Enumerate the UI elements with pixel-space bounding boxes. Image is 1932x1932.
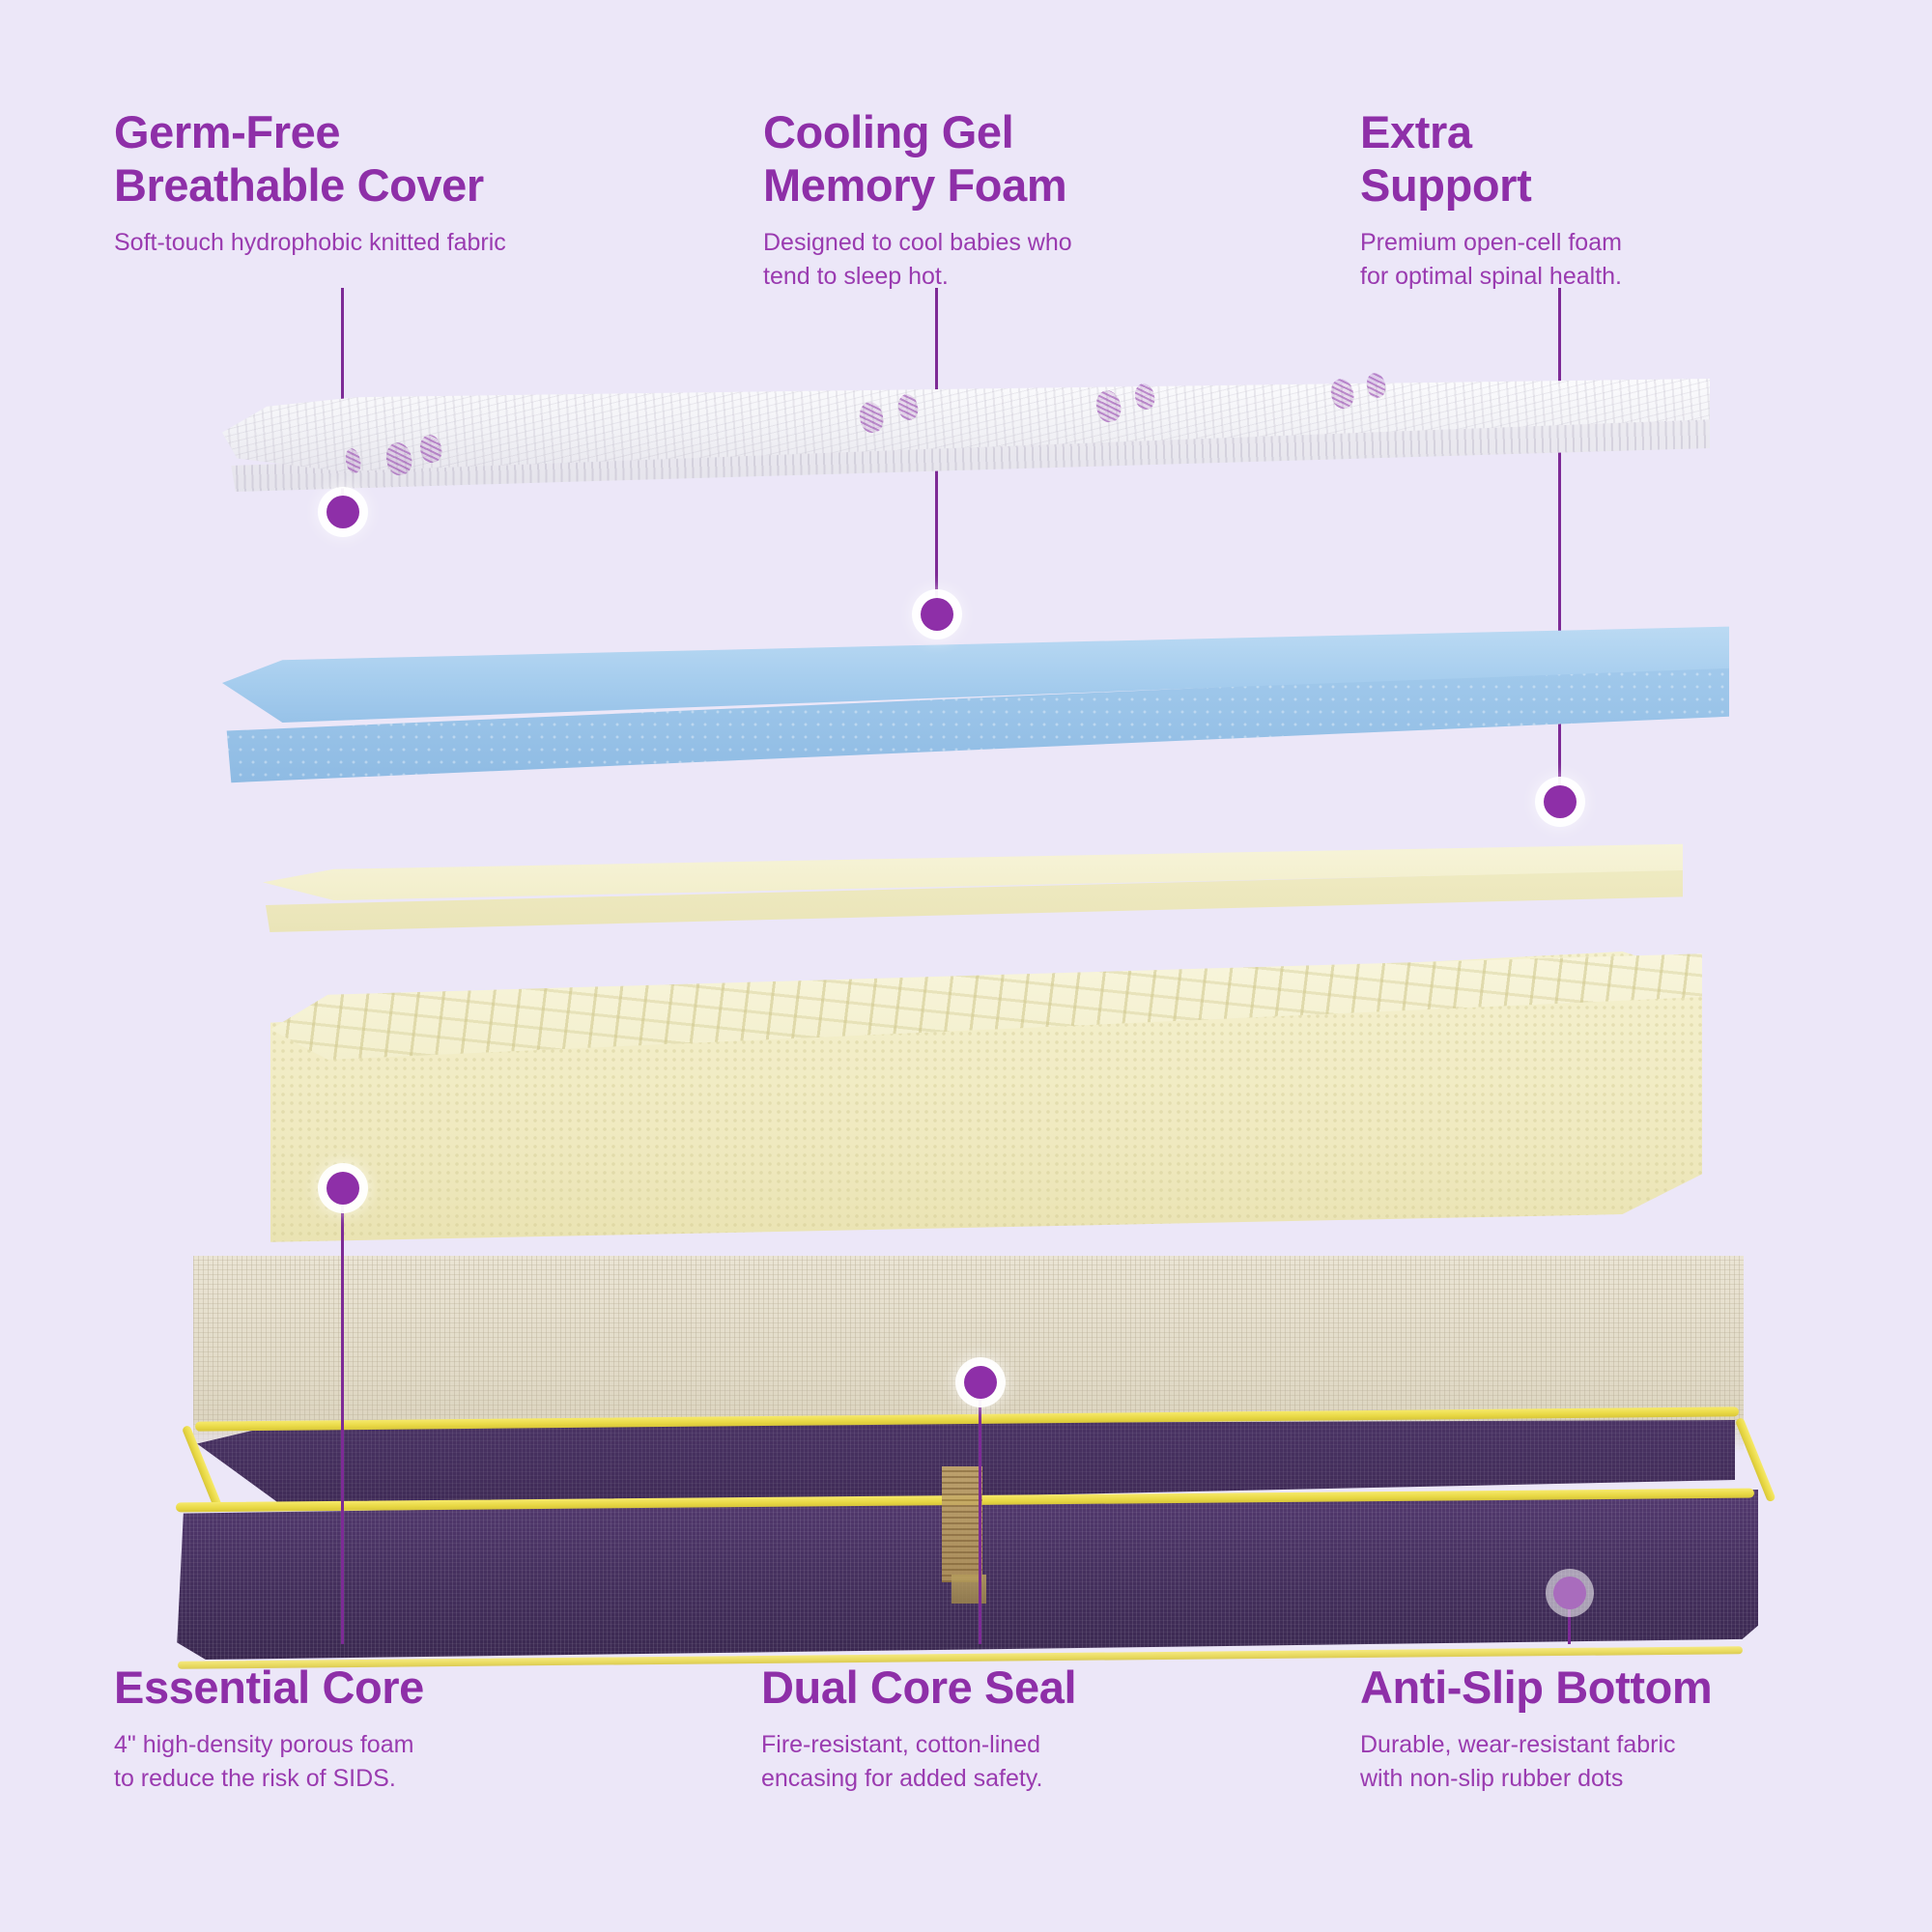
- layer-essential-core: [253, 952, 1702, 1261]
- callout-dot-seal[interactable]: [964, 1366, 997, 1399]
- callout-dot-gel[interactable]: [921, 598, 953, 631]
- callout-germ-free-breathable-cover: Germ-Free Breathable Cover Soft-touch hy…: [114, 106, 655, 260]
- callout-dot-core[interactable]: [327, 1172, 359, 1205]
- callout-description: 4" high-density porous foam to reduce th…: [114, 1730, 414, 1793]
- layer-gel-memory-foam: [222, 618, 1729, 797]
- callout-title: Extra Support: [1360, 106, 1532, 211]
- callout-extra-support: Extra Support Premium open-cell foam for…: [1360, 106, 1747, 295]
- callout-dot-support[interactable]: [1544, 785, 1577, 818]
- callout-title: Essential Core: [114, 1662, 424, 1713]
- callout-description: Premium open-cell foam for optimal spina…: [1360, 228, 1622, 291]
- zipper-seam: [942, 1466, 982, 1582]
- callout-title: Dual Core Seal: [761, 1662, 1077, 1713]
- yellow-piping-left: [181, 1424, 223, 1511]
- leader-line-antislip: [1568, 1592, 1571, 1644]
- callout-anti-slip-bottom: Anti-Slip Bottom Durable, wear-resistant…: [1360, 1662, 1843, 1797]
- callout-essential-core: Essential Core 4" high-density porous fo…: [114, 1662, 616, 1797]
- callout-description: Durable, wear-resistant fabric with non-…: [1360, 1730, 1676, 1793]
- callout-title: Cooling Gel Memory Foam: [763, 106, 1067, 211]
- callout-description: Designed to cool babies who tend to slee…: [763, 228, 1072, 291]
- callout-cooling-gel-memory-foam: Cooling Gel Memory Foam Designed to cool…: [763, 106, 1169, 295]
- leader-line-core: [341, 1188, 344, 1644]
- leader-line-seal: [979, 1381, 981, 1644]
- callout-description: Fire-resistant, cotton-lined encasing fo…: [761, 1730, 1043, 1793]
- layer-knitted-cover: [222, 371, 1710, 524]
- callout-description: Soft-touch hydrophobic knitted fabric: [114, 228, 506, 256]
- callout-dot-antislip[interactable]: [1553, 1577, 1586, 1609]
- callout-dual-core-seal: Dual Core Seal Fire-resistant, cotton-li…: [761, 1662, 1206, 1797]
- callout-title: Germ-Free Breathable Cover: [114, 106, 484, 211]
- callout-title: Anti-Slip Bottom: [1360, 1662, 1713, 1713]
- layer-open-cell-foam: [263, 840, 1683, 945]
- leader-line-support: [1558, 288, 1561, 800]
- callout-dot-cover[interactable]: [327, 496, 359, 528]
